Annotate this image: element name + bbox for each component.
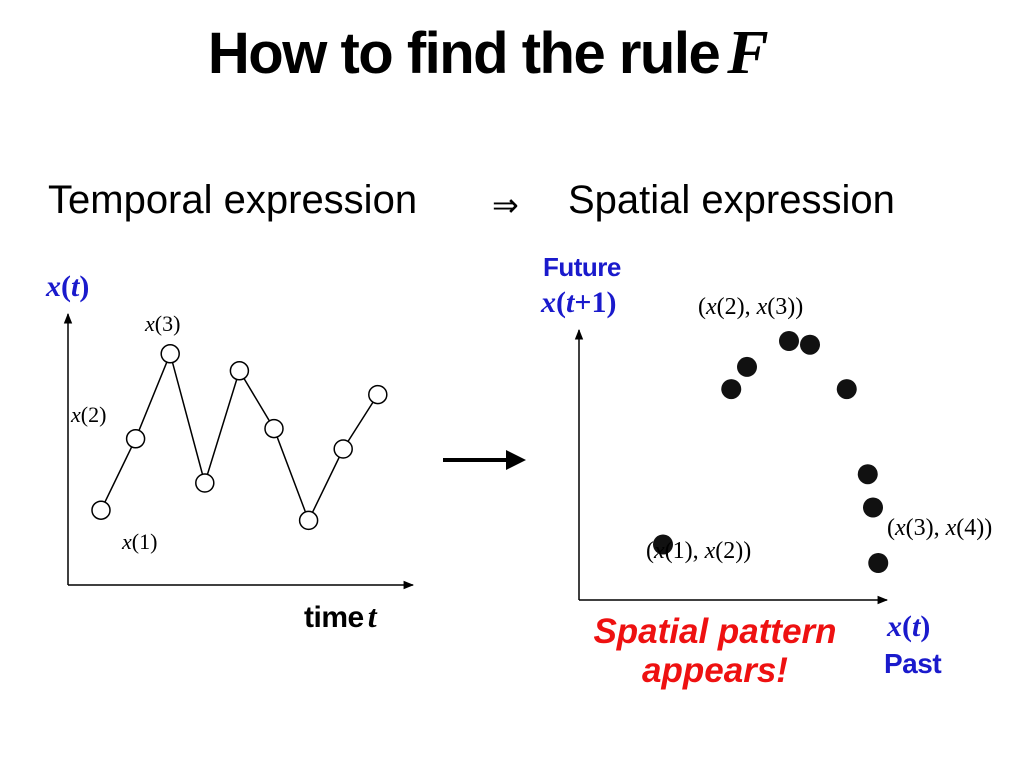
callout-line-1: Spatial pattern [593,612,837,651]
return-map-point-7 [857,464,878,485]
title-symbol: F [727,19,768,87]
right-x-axis-label: x(t) [887,610,931,643]
title-text: How to find the rule [207,21,721,86]
return-map-point-9 [868,553,889,573]
point-label-x3: x(3) [145,311,181,336]
time-series-group [91,344,388,531]
time-series-point-1 [91,500,111,520]
point-label-x1: x(1) [122,529,158,554]
return-map-point-6 [836,379,857,400]
return-map-point-1 [653,534,673,555]
time-series-point-9 [368,384,388,405]
time-series-point-2 [125,429,146,449]
time-series-point-7 [298,510,319,531]
point-label-x2-x3: (x(2), x(3)) [698,294,804,320]
past-caption: Past [884,648,942,679]
time-series-point-4 [195,473,215,493]
time-series-point-8 [333,439,353,459]
time-series-point-6 [264,418,284,439]
callout-line-2: appears! [642,651,788,690]
implies-arrow-icon: ⇒ [492,186,519,224]
point-label-x3-x4: (x(3), x(4)) [887,515,993,541]
temporal-expression-heading: Temporal expression [48,178,418,222]
point-label-x1-x2: (x(1), x(2)) [646,538,752,564]
point-label-x2: x(2) [71,402,107,427]
return-map-point-5 [800,334,820,355]
return-map-point-8 [863,497,883,518]
return-map-point-4 [779,331,799,351]
right-y-axis-label: x(t+1) [541,286,617,319]
future-caption: Future [543,252,621,282]
left-y-axis-label: x(t) [46,270,90,303]
spatial-expression-heading: Spatial expression [568,178,895,222]
return-map-point-3 [737,356,757,377]
time-series-point-3 [160,344,180,364]
return-map-point-2 [721,379,742,400]
return-map-points-group [653,331,889,573]
time-series-point-5 [229,361,250,381]
